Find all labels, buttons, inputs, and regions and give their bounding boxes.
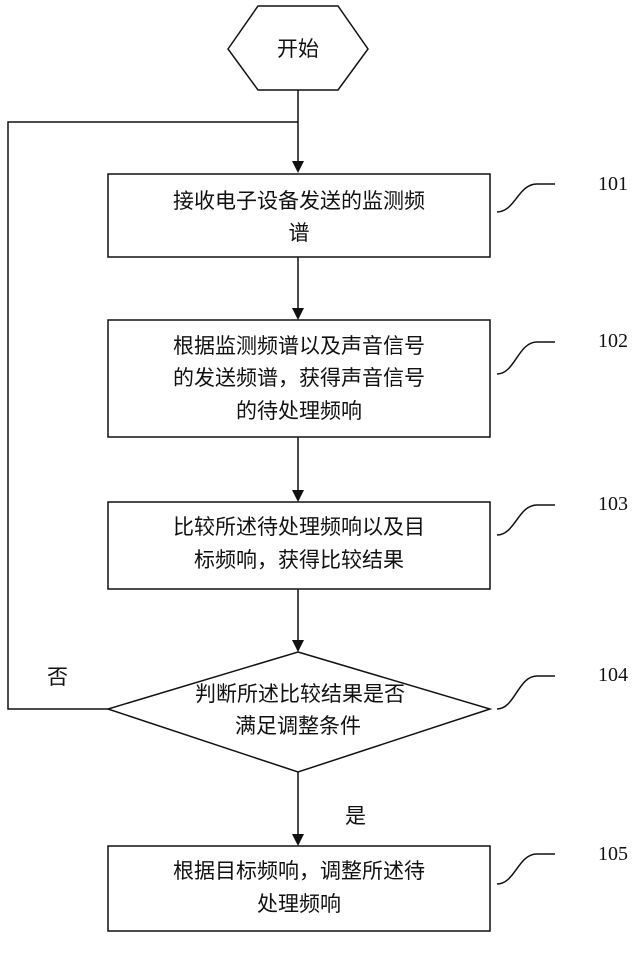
arrowhead-101 <box>292 161 304 173</box>
step-101-callout <box>496 183 555 213</box>
branch-yes-label: 是 <box>345 804 366 828</box>
step-103-line-1: 比较所述待处理频响以及目 <box>173 515 425 539</box>
arrowhead-105 <box>292 834 304 846</box>
step-102-box <box>107 319 491 438</box>
step-105-box <box>107 845 491 932</box>
step-101-number: 101 <box>598 173 628 195</box>
start-terminal: 开始 <box>227 5 369 91</box>
step-104-line-2: 满足调整条件 <box>235 714 361 738</box>
step-101: 接收电子设备发送的监测频 谱 101 <box>107 173 628 258</box>
step-103-line-2: 标频响，获得比较结果 <box>194 548 404 572</box>
step-103-callout <box>496 504 555 536</box>
step-101-line-1: 接收电子设备发送的监测频 <box>173 189 425 213</box>
step-102-number: 102 <box>598 330 628 352</box>
step-103-number: 103 <box>598 493 628 515</box>
step-102-callout <box>496 341 555 375</box>
arrowhead-102 <box>292 308 304 320</box>
connectors <box>7 90 304 846</box>
step-102-line-3: 的待处理频响 <box>236 399 362 423</box>
step-104-callout <box>496 675 555 710</box>
arrowhead-104 <box>292 640 304 652</box>
start-hexagon <box>227 5 369 91</box>
start-label: 开始 <box>277 37 319 61</box>
step-105-number: 105 <box>598 843 628 865</box>
step-103-box <box>107 501 491 590</box>
branch-no-label: 否 <box>47 665 68 689</box>
step-104-number: 104 <box>598 664 628 686</box>
step-102-line-1: 根据监测频谱以及声音信号 <box>173 334 425 358</box>
step-102-line-2: 的发送频谱，获得声音信号 <box>173 366 425 390</box>
step-105-callout <box>496 853 555 885</box>
step-104: 判断所述比较结果是否 满足调整条件 104 <box>105 651 628 773</box>
step-101-box <box>107 173 491 258</box>
step-104-diamond <box>105 651 493 773</box>
step-105-line-2: 处理频响 <box>257 892 341 916</box>
step-105-line-1: 根据目标频响，调整所述待 <box>173 859 425 883</box>
step-101-line-2: 谱 <box>289 221 310 245</box>
step-103: 比较所述待处理频响以及目 标频响，获得比较结果 103 <box>107 493 628 590</box>
step-102: 根据监测频谱以及声音信号 的发送频谱，获得声音信号 的待处理频响 102 <box>107 319 628 438</box>
step-105: 根据目标频响，调整所述待 处理频响 105 <box>107 843 628 932</box>
loop-back-line <box>7 121 298 710</box>
step-104-line-1: 判断所述比较结果是否 <box>195 682 405 706</box>
arrowhead-103 <box>292 490 304 502</box>
